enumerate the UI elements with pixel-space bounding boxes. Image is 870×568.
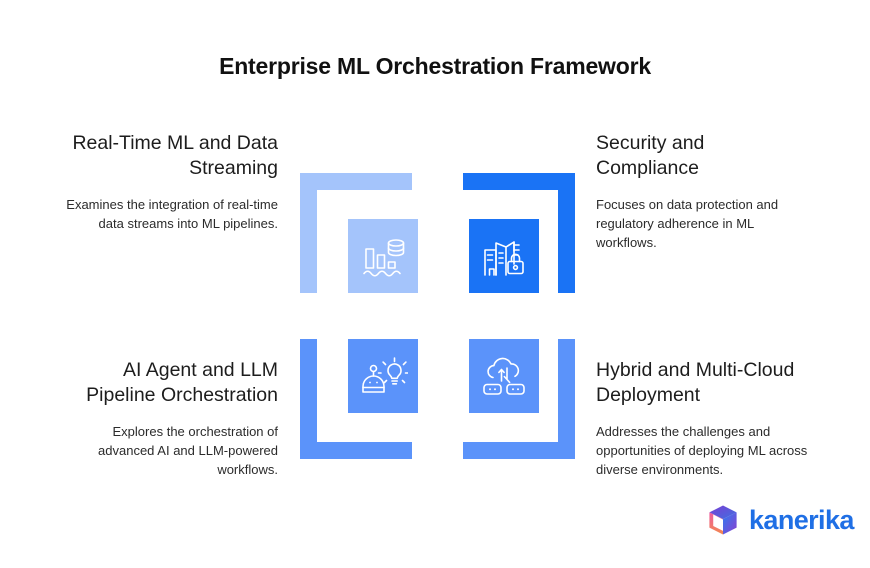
kanerika-cube-icon xyxy=(709,505,737,535)
page-title: Enterprise ML Orchestration Framework xyxy=(219,53,651,79)
cloud-servers-sync-icon xyxy=(483,357,525,395)
robot-lightbulb-icon xyxy=(362,357,408,393)
quadrant-icon-top-right xyxy=(457,173,575,299)
buildings-padlock-icon xyxy=(484,241,524,276)
icon-tile-top-left xyxy=(348,219,418,293)
quadrant-heading-bottom-left: AI Agent and LLM Pipeline Orchestration xyxy=(86,359,278,406)
quadrant-icon-bottom-right xyxy=(457,333,575,459)
quadrant-body-top-right: Focuses on data protection and regulator… xyxy=(596,197,779,250)
icon-tile-bottom-left xyxy=(348,339,418,413)
quadrant-text-bottom-left: AI Agent and LLM Pipeline Orchestration … xyxy=(64,358,278,479)
quadrant-text-top-right: Security and Compliance Focuses on data … xyxy=(596,131,810,252)
bracket-top-left xyxy=(300,173,412,293)
quadrant-body-bottom-right: Addresses the challenges and opportuniti… xyxy=(596,424,808,477)
bracket-top-right xyxy=(463,173,575,293)
quadrant-heading-top-right: Security and Compliance xyxy=(596,132,705,179)
quadrant-heading-top-left: Real-Time ML and Data Streaming xyxy=(72,132,278,179)
quadrant-icon-top-left xyxy=(300,173,418,299)
bracket-bottom-left xyxy=(300,339,412,459)
quadrant-text-bottom-right: Hybrid and Multi-Cloud Deployment Addres… xyxy=(596,358,810,479)
quadrant-body-bottom-left: Explores the orchestration of advanced A… xyxy=(98,424,278,477)
quadrant-icon-bottom-left xyxy=(300,333,418,459)
bar-chart-database-icon xyxy=(363,239,405,277)
bracket-bottom-right xyxy=(463,339,575,459)
quadrant-text-top-left: Real-Time ML and Data Streaming Examines… xyxy=(64,131,278,233)
brand-name: kanerika xyxy=(749,504,854,535)
quadrant-heading-bottom-right: Hybrid and Multi-Cloud Deployment xyxy=(596,359,795,406)
icon-tile-bottom-right xyxy=(469,339,539,413)
icon-tile-top-right xyxy=(469,219,539,293)
quadrant-body-top-left: Examines the integration of real-time da… xyxy=(66,197,278,231)
brand-logo: kanerika xyxy=(706,503,854,537)
